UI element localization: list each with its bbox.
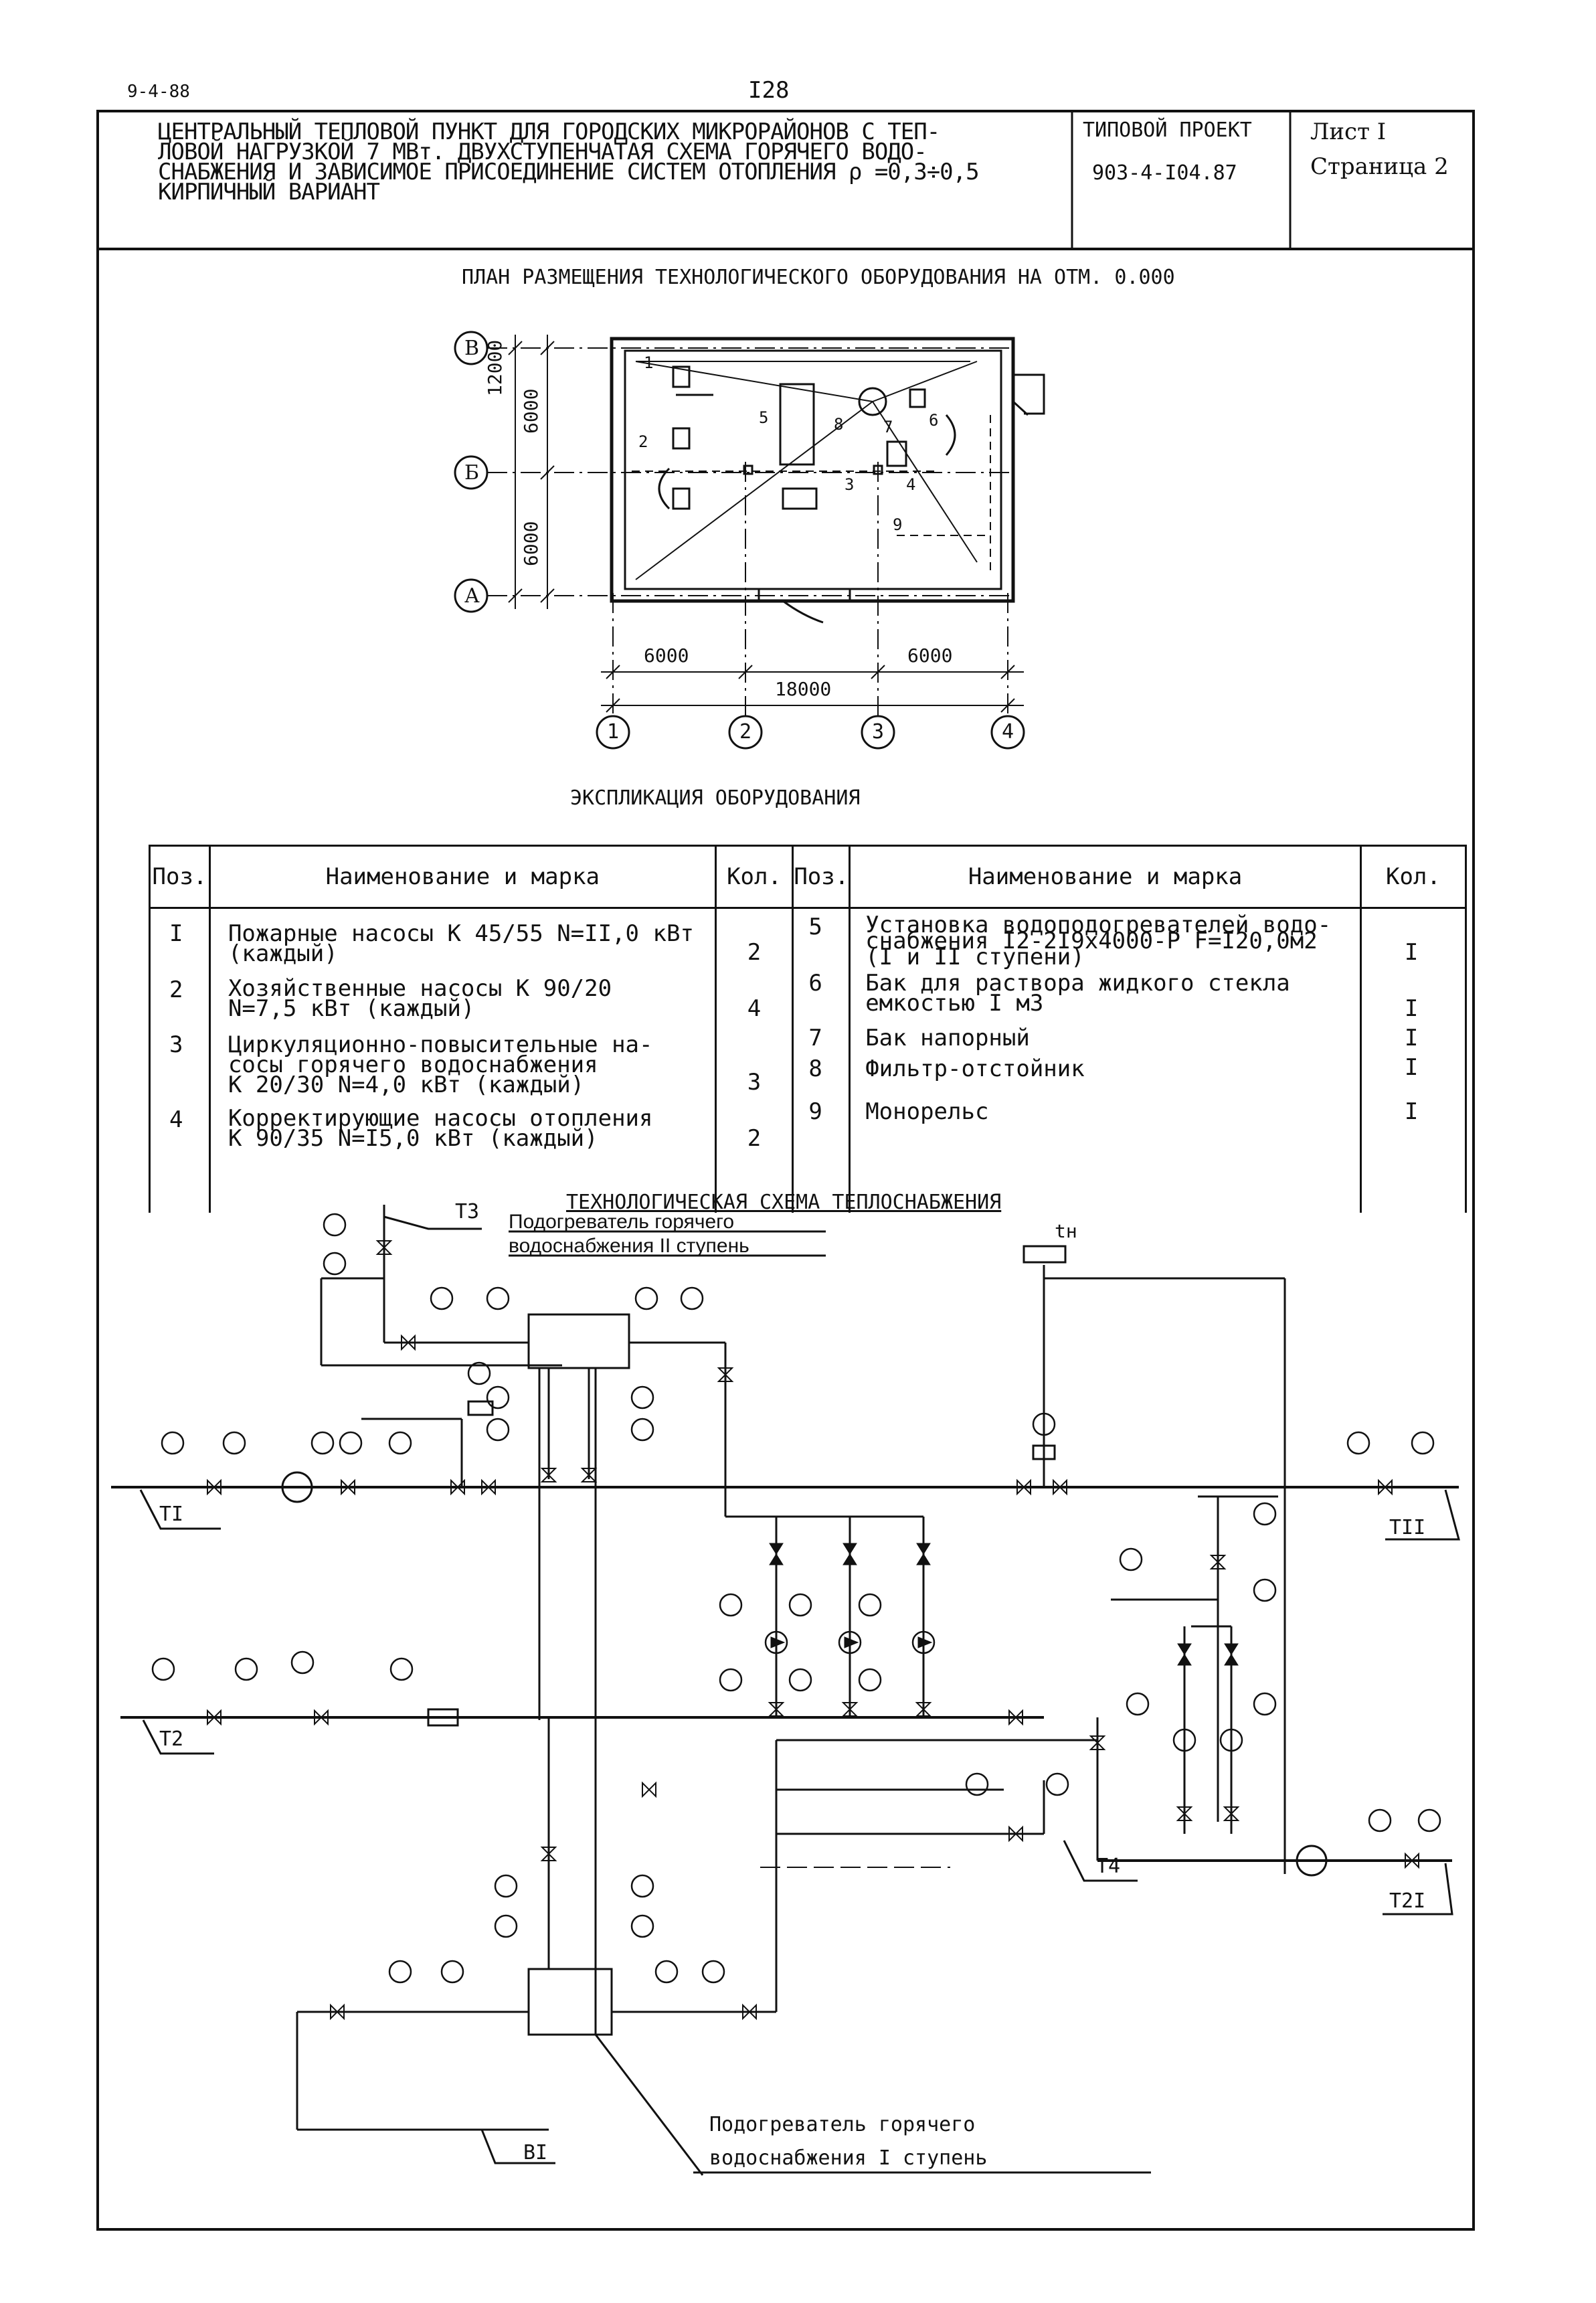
- row-pos: 4: [169, 1106, 183, 1133]
- plan-marker-8: 8: [834, 415, 844, 434]
- row-pos: 3: [169, 1031, 183, 1058]
- col-header-pos-right: Поз.: [792, 845, 851, 909]
- heater-1-label: Подогреватель горячего водоснабжения I с…: [709, 2113, 988, 2170]
- outdoor-temp-label: tн: [1055, 1220, 1077, 1242]
- dim-18000: 18000: [775, 678, 832, 700]
- pipe-t1: TI: [159, 1503, 184, 1526]
- axis-label-4: 4: [1002, 720, 1014, 744]
- sheet-number: Лист I: [1310, 118, 1387, 145]
- dim-6000-right: 6000: [907, 645, 953, 667]
- plan-marker-4: 4: [906, 475, 916, 494]
- row-pos: I: [169, 920, 183, 947]
- axis-label-2: 2: [739, 720, 752, 744]
- row-name: Установка водоподогревателей водо- снабж…: [865, 912, 1332, 970]
- explication-table: Поз. Наименование и марка Кол. Поз. Наим…: [149, 845, 1468, 1213]
- plan-marker-3: 3: [845, 475, 855, 494]
- row-qty: 2: [747, 939, 762, 966]
- pipe-t21: T2I: [1389, 1889, 1426, 1913]
- axis-label-1: 1: [607, 720, 620, 744]
- row-name: Пожарные насосы К 45/55 N=II,0 кВт (кажд…: [228, 920, 694, 967]
- row-qty: 2: [747, 1125, 762, 1152]
- row-pos: 2: [169, 976, 183, 1003]
- page-info: Страница 2: [1310, 153, 1449, 180]
- row-qty: I: [1404, 1054, 1419, 1081]
- project-label: ТИПОВОЙ ПРОЕКТ: [1083, 118, 1252, 142]
- row-qty: I: [1404, 1098, 1419, 1125]
- row-name: Корректирующие насосы отопления К 90/35 …: [228, 1105, 653, 1152]
- plan-marker-2: 2: [638, 432, 648, 451]
- row-qty: I: [1404, 995, 1419, 1022]
- plan-marker-5: 5: [759, 408, 769, 427]
- axis-label-3: 3: [872, 720, 885, 744]
- axis-label-v: В: [464, 337, 480, 360]
- row-qty: I: [1404, 939, 1419, 966]
- heater-2-label: Подогреватель горячего водоснабжения II …: [509, 1211, 749, 1257]
- col-header-qty-left: Кол.: [714, 845, 794, 909]
- scheme-title: ТЕХНОЛОГИЧЕСКАЯ СХЕМА ТЕПЛОСНАБЖЕНИЯ: [566, 1191, 1002, 1214]
- row-pos: 9: [808, 1098, 822, 1125]
- explication-title: ЭКСПЛИКАЦИЯ ОБОРУДОВАНИЯ: [570, 786, 861, 810]
- plan-marker-1: 1: [644, 353, 654, 372]
- row-name: Бак для раствора жидкого стекла емкостью…: [865, 970, 1290, 1017]
- row-qty: I: [1404, 1025, 1419, 1051]
- row-qty: 3: [747, 1069, 762, 1096]
- row-pos: 8: [808, 1055, 822, 1082]
- row-qty: 4: [747, 995, 762, 1022]
- axis-label-a: А: [464, 584, 480, 608]
- plan-marker-9: 9: [893, 515, 903, 534]
- row-name: Монорельс: [865, 1098, 989, 1125]
- plan-marker-7: 7: [883, 418, 893, 436]
- project-number: 903-4-I04.87: [1092, 161, 1237, 185]
- pipe-t2: T2: [159, 1727, 184, 1751]
- pipe-t3: T3: [455, 1200, 480, 1223]
- col-header-name-left: Наименование и марка: [208, 845, 717, 909]
- pipe-t4: T4: [1096, 1855, 1121, 1878]
- row-name: Хозяйственные насосы К 90/20 N=7,5 кВт (…: [228, 975, 612, 1022]
- plan-marker-6: 6: [929, 411, 939, 430]
- row-pos: 6: [808, 970, 822, 997]
- row-name: Бак напорный: [865, 1025, 1030, 1051]
- row-pos: 7: [808, 1025, 822, 1051]
- row-pos: 5: [808, 914, 822, 940]
- col-header-qty-right: Кол.: [1359, 845, 1468, 909]
- doc-code: 9-4-88: [127, 82, 190, 102]
- axis-label-b: Б: [464, 461, 480, 485]
- page-number: I28: [748, 77, 790, 104]
- col-header-name-right: Наименование и марка: [849, 845, 1362, 909]
- row-name: Фильтр-отстойник: [865, 1055, 1085, 1082]
- sheet-title: ЦЕНТРАЛЬНЫЙ ТЕПЛОВОЙ ПУНКТ ДЛЯ ГОРОДСКИХ…: [158, 118, 980, 205]
- pipe-b1: BI: [523, 2141, 548, 2164]
- col-header-pos-left: Поз.: [149, 845, 211, 909]
- dim-6000-left: 6000: [644, 645, 689, 667]
- pipe-t11: TII: [1389, 1516, 1426, 1539]
- row-name: Циркуляционно-повысительные на- сосы гор…: [228, 1031, 653, 1098]
- plan-title: ПЛАН РАЗМЕЩЕНИЯ ТЕХНОЛОГИЧЕСКОГО ОБОРУДО…: [462, 266, 1175, 289]
